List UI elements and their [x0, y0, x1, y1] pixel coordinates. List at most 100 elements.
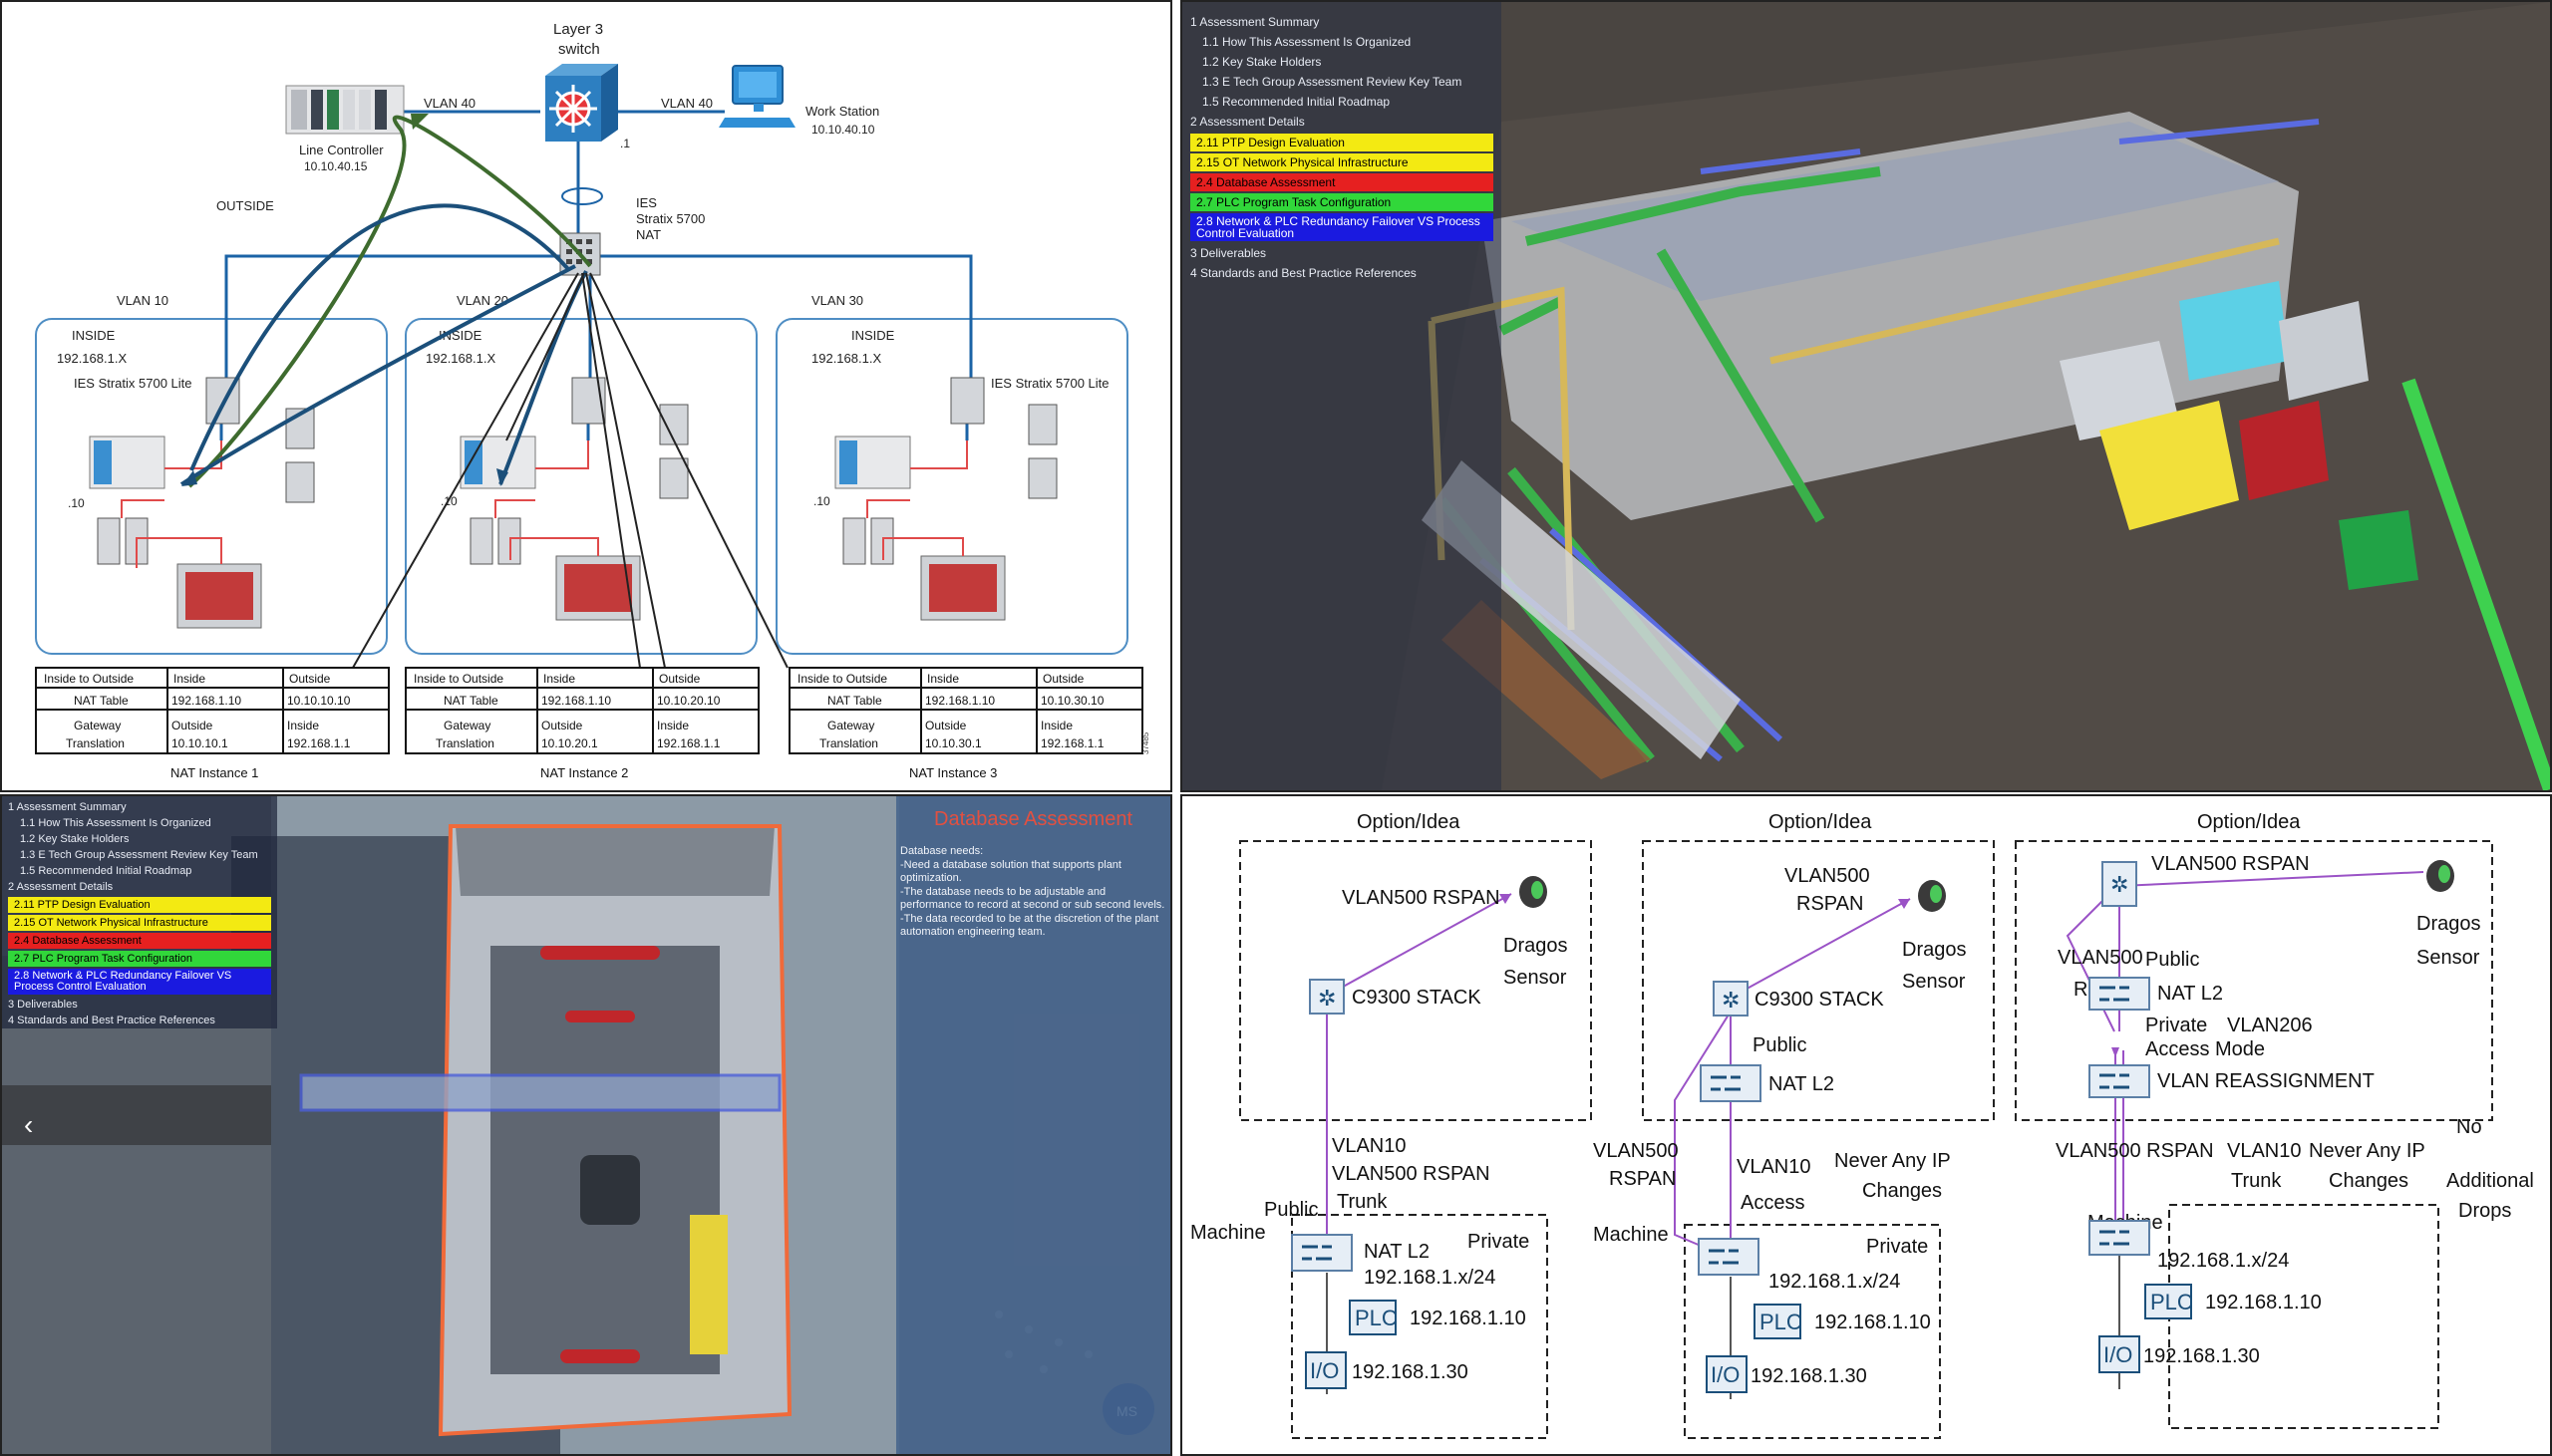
menu-item[interactable]: 1.5 Recommended Initial Roadmap [20, 865, 192, 877]
ies-main-label-1: IES [636, 195, 657, 210]
opt2-rspan-1: VLAN500 [1784, 865, 1870, 887]
database-3d-svg: MS [2, 796, 1170, 1454]
workstation-ip: 10.10.40.10 [811, 123, 875, 137]
nat-table-cell: 192.168.1.1 [657, 736, 721, 750]
vlan30-ies-label: IES Stratix 5700 Lite [991, 376, 1110, 391]
menu-item[interactable]: 1.2 Key Stake Holders [1202, 55, 1322, 69]
menu-item[interactable]: 3 Deliverables [8, 999, 78, 1011]
menu-highlight-ot[interactable]: 2.15 OT Network Physical Infrastructure [1190, 153, 1493, 171]
nat-table-cell: NAT Table [444, 694, 498, 708]
vlan30-port: .10 [813, 494, 830, 508]
opt3-access: Access Mode [2145, 1038, 2265, 1060]
opt2-machine: Machine [1593, 1224, 1669, 1246]
nat-l2-switch-icon [1291, 1234, 1353, 1272]
nat-table-cell: 192.168.1.10 [541, 694, 611, 708]
vlan20-zone [405, 318, 758, 655]
vlan20-devices [460, 377, 689, 621]
database-assessment-title: Database Assessment [934, 808, 1132, 830]
database-need-line: -The database needs to be adjustable and… [900, 886, 1165, 911]
database-need-line: -The data recorded to be at the discreti… [900, 913, 1159, 938]
blue-arrow-path-2 [189, 203, 570, 471]
menu-highlight-plc[interactable]: 2.7 PLC Program Task Configuration [1190, 193, 1493, 211]
io-box: I/O [2098, 1335, 2140, 1373]
opt2-plc-ip: 192.168.1.10 [1814, 1311, 1931, 1333]
opt1-natl2: NAT L2 [1364, 1241, 1430, 1263]
menu-item[interactable]: 1 Assessment Summary [8, 801, 127, 813]
nat-table-cell: 10.10.20.1 [541, 736, 598, 750]
plant-3d-view: 1 Assessment Summary 1.1 How This Assess… [1180, 0, 2552, 792]
nat-table-cell: Outside [925, 719, 967, 732]
outside-label: OUTSIDE [216, 198, 274, 213]
machine3-box [2168, 1204, 2439, 1429]
menu-highlight-ptp[interactable]: 2.11 PTP Design Evaluation [1190, 134, 1493, 151]
menu-item[interactable]: 4 Standards and Best Practice References [8, 1015, 215, 1026]
plc-box: PLC [1754, 1304, 1802, 1339]
nat-table-header: Inside [173, 672, 205, 686]
menu-item[interactable]: 1.3 E Tech Group Assessment Review Key T… [20, 849, 258, 861]
menu-highlight-db[interactable]: 2.4 Database Assessment [1190, 173, 1493, 191]
menu-item[interactable]: 4 Standards and Best Practice References [1190, 266, 1417, 280]
opt1-public: Public [1264, 1199, 1318, 1221]
menu-item[interactable]: 1.5 Recommended Initial Roadmap [1202, 95, 1391, 109]
menu-highlight-redundancy[interactable]: 2.8 Network & PLC Redundancy Failover VS… [1190, 213, 1493, 241]
figure-code: 37485 [1141, 731, 1150, 754]
menu-item[interactable]: 2 Assessment Details [1190, 115, 1305, 129]
vlan30-devices [834, 377, 1058, 621]
menu-item[interactable]: 1 Assessment Summary [1190, 15, 1320, 29]
nat-table-cell: 192.168.1.1 [1041, 736, 1105, 750]
menu-highlight-redundancy[interactable]: 2.8 Network & PLC Redundancy Failover VS… [8, 969, 271, 995]
menu-highlight-ptp[interactable]: 2.11 PTP Design Evaluation [8, 897, 271, 913]
opt1-trunk-1: VLAN10 [1332, 1135, 1407, 1157]
opt2-io-ip: 192.168.1.30 [1751, 1365, 1867, 1387]
vlan30-zone [776, 318, 1128, 655]
line-controller-ip: 10.10.40.15 [304, 159, 368, 173]
database-assessment-panel: Database Assessment Database needs: -Nee… [896, 796, 1170, 1454]
back-chevron-icon[interactable]: ‹ [24, 1109, 34, 1140]
menu-item[interactable]: 1.3 E Tech Group Assessment Review Key T… [1202, 75, 1462, 89]
opt3-private: Private [2145, 1015, 2207, 1036]
opt2-left-1: VLAN500 [1593, 1140, 1679, 1162]
database-need-line: -Need a database solution that supports … [900, 859, 1121, 884]
opt3-trunk-1: VLAN10 [2227, 1140, 2302, 1162]
menu-item[interactable]: 1.1 How This Assessment Is Organized [1202, 35, 1412, 49]
nat-diagram-svg: Line Controller 10.10.40.15 VLAN 40 Laye… [35, 21, 1150, 780]
svg-text:PLC: PLC [1355, 1306, 1398, 1330]
option2-box [1642, 840, 1995, 1121]
nat-table-cell: 10.10.30.10 [1041, 694, 1105, 708]
vlan10-zone [35, 318, 388, 655]
machine1-box [1291, 1214, 1548, 1439]
menu-item[interactable]: 3 Deliverables [1190, 246, 1267, 260]
menu-highlight-plc[interactable]: 2.7 PLC Program Task Configuration [8, 951, 271, 967]
opt2-sensor-2: Sensor [1902, 971, 1966, 993]
menu-item[interactable]: 1.2 Key Stake Holders [20, 833, 130, 845]
opt1-rspan: VLAN500 RSPAN [1342, 887, 1500, 909]
menu-highlight-ot[interactable]: 2.15 OT Network Physical Infrastructure [8, 915, 271, 931]
vlan20-label: VLAN 20 [457, 293, 508, 308]
database-need-line: Database needs: [900, 845, 984, 857]
nat-table-header: Inside to Outside [44, 672, 134, 686]
opt2-stack: C9300 STACK [1754, 989, 1884, 1011]
opt3-never-1: Never Any IP [2309, 1140, 2425, 1162]
nat-table-cell: Translation [436, 736, 494, 750]
vlan-ring [561, 187, 603, 205]
nat-table-header: Inside to Outside [798, 672, 887, 686]
svg-text:✲: ✲ [1318, 986, 1336, 1011]
menu-item[interactable]: 1.1 How This Assessment Is Organized [20, 817, 211, 829]
assessment-menu-top: 1 Assessment Summary 1.1 How This Assess… [1182, 2, 1501, 790]
menu-highlight-db[interactable]: 2.4 Database Assessment [8, 933, 271, 949]
opt3-noadd-2: Additional [2446, 1170, 2534, 1192]
layer3-label-2: switch [558, 41, 600, 58]
opt3-plc-ip: 192.168.1.10 [2205, 1292, 2322, 1313]
nat-table-cell: NAT Table [827, 694, 882, 708]
nat-table-cell: Gateway [74, 719, 121, 732]
nat-table-cell: 10.10.10.1 [171, 736, 228, 750]
svg-text:✲: ✲ [1722, 988, 1740, 1013]
opt1-sensor-1: Dragos [1503, 935, 1567, 957]
opt3-vlan206: VLAN206 [2227, 1015, 2313, 1036]
menu-item[interactable]: 2 Assessment Details [8, 881, 114, 893]
vlan10-inside: INSIDE [72, 328, 116, 343]
option2-title: Option/Idea [1768, 811, 1872, 833]
